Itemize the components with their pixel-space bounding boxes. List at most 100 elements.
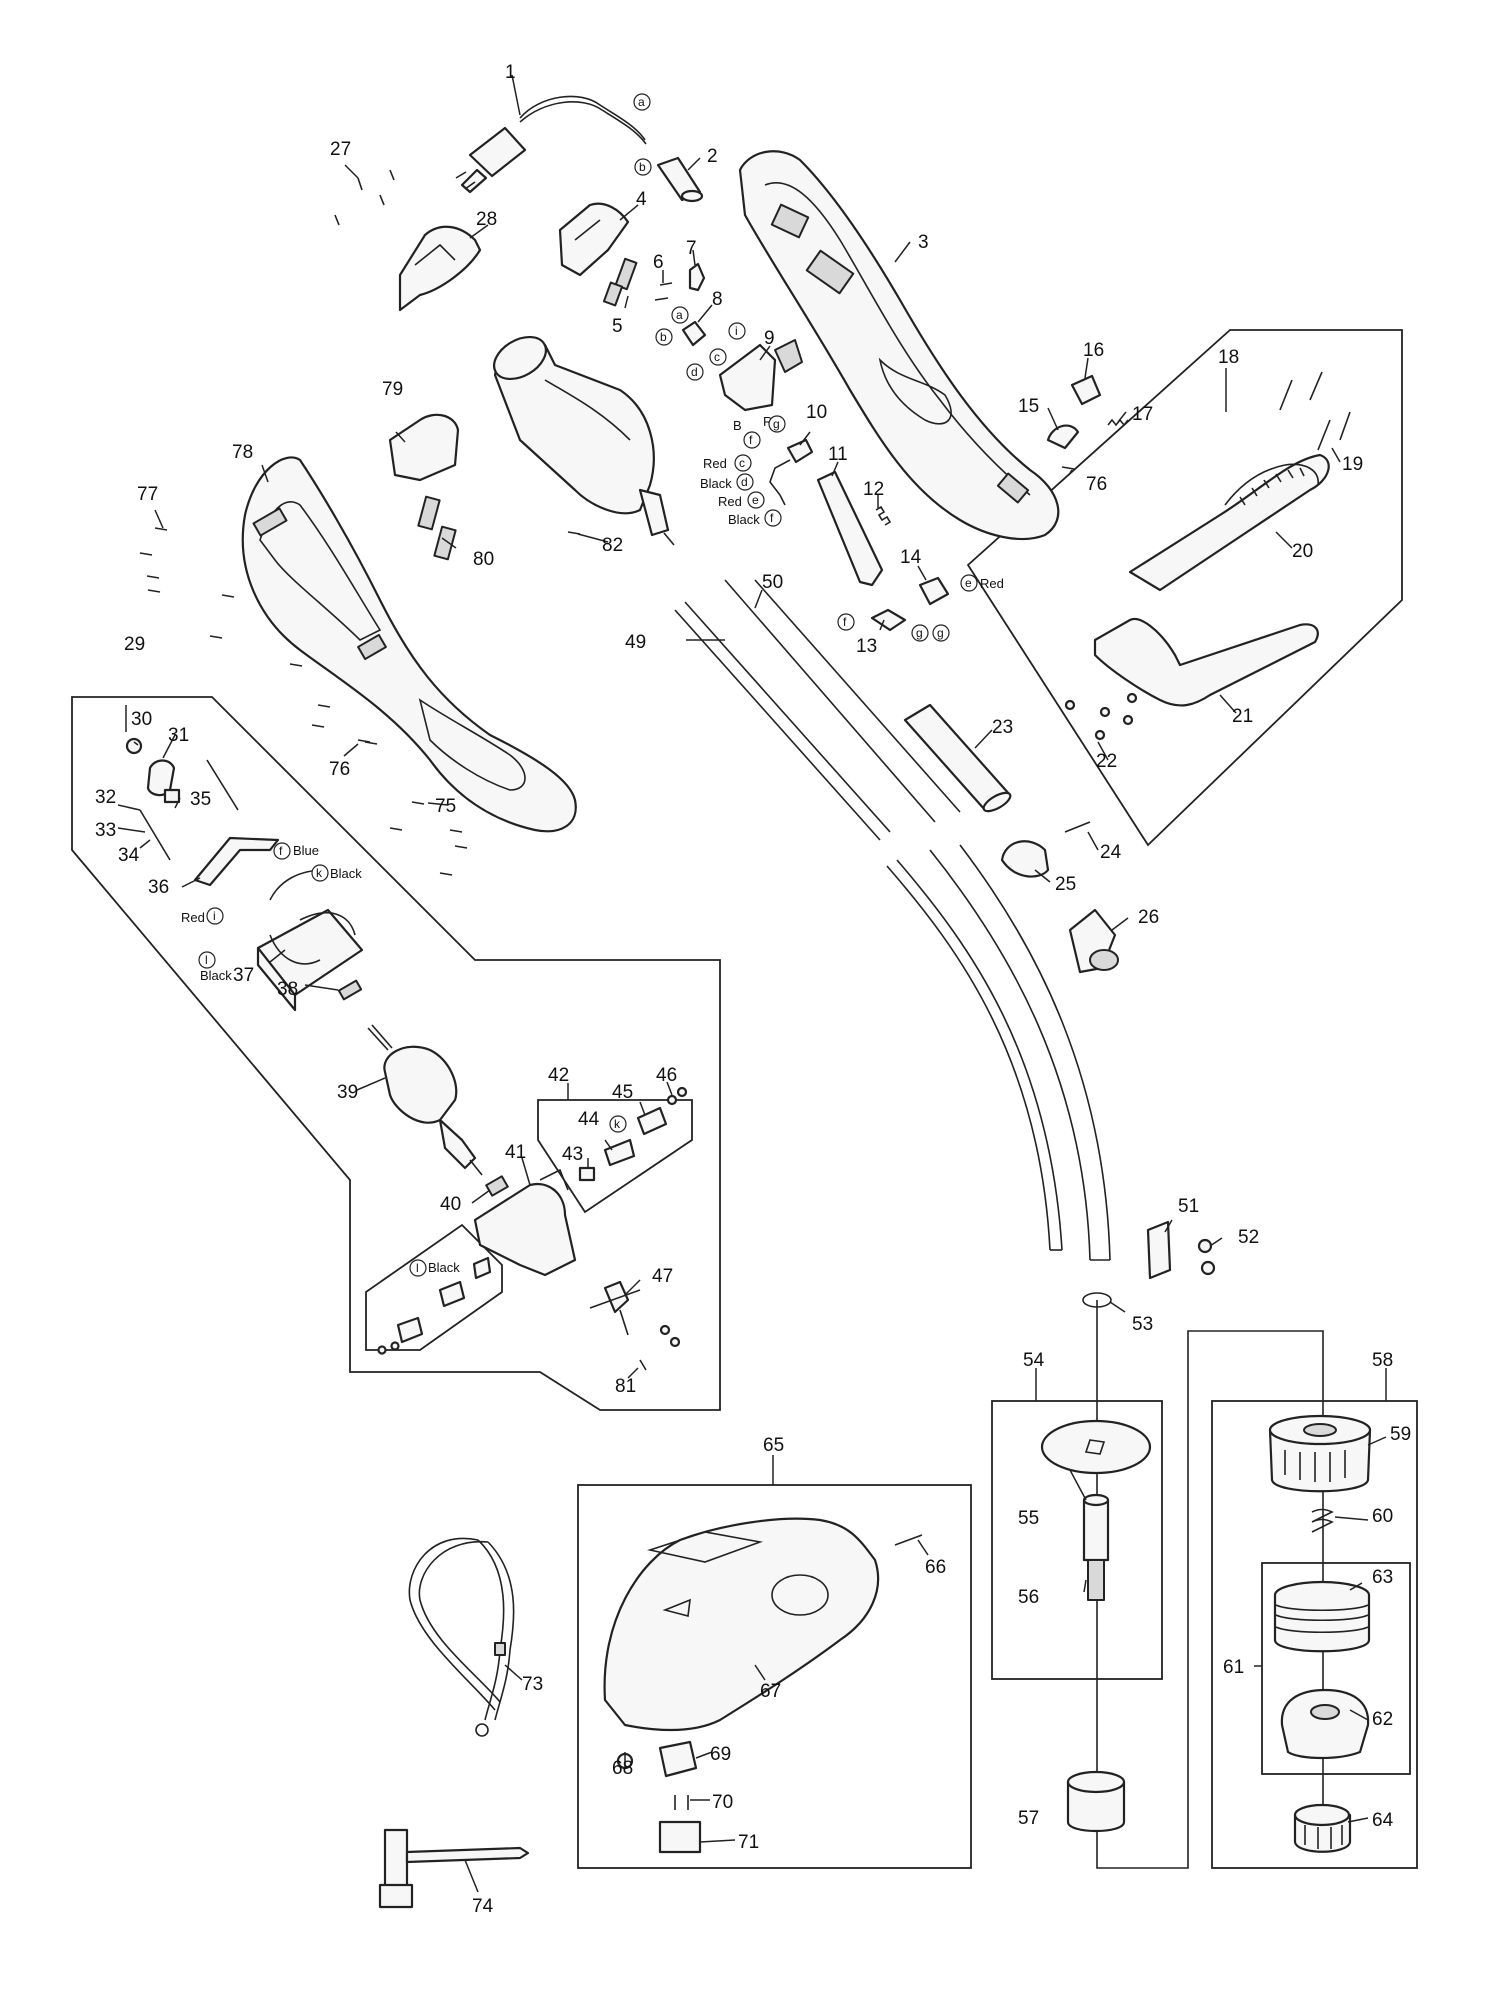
- part-79-cover: [388, 413, 460, 482]
- part-label: 7: [686, 238, 697, 259]
- shaft-link-line: [1096, 1330, 1324, 1869]
- part-label: 79: [382, 379, 403, 400]
- part-label: 24: [1100, 842, 1122, 863]
- part-label: 8: [712, 289, 723, 310]
- part-label: 3: [918, 232, 929, 253]
- part-81-screws: [639, 1324, 681, 1371]
- part-3-housing-half: [738, 150, 1060, 541]
- part-7-clip: [688, 262, 706, 292]
- part-label: 23: [992, 717, 1013, 738]
- part-69-blade-holder: [658, 1740, 698, 1778]
- group-box-42: [537, 1099, 693, 1214]
- part-label: 77: [137, 484, 158, 505]
- svg-text:i: i: [735, 324, 738, 338]
- part-label: 14: [900, 547, 922, 568]
- svg-text:e: e: [965, 576, 972, 590]
- part-77-screws: [139, 527, 378, 745]
- svg-text:b: b: [639, 160, 646, 174]
- part-label: 73: [522, 1674, 543, 1695]
- part-label: 19: [1342, 454, 1363, 475]
- svg-text:l: l: [205, 953, 208, 967]
- part-76-screw-a: [357, 739, 371, 743]
- part-label: 51: [1178, 1196, 1199, 1217]
- part-label: 52: [1238, 1227, 1259, 1248]
- part-25-clamp: [1000, 840, 1050, 878]
- part-label: 43: [562, 1144, 583, 1165]
- part-label: 30: [131, 709, 152, 730]
- wire-label-blue: Blue: [293, 843, 319, 858]
- svg-text:i: i: [213, 909, 216, 923]
- part-label: 42: [548, 1065, 569, 1086]
- part-label: 55: [1018, 1508, 1039, 1529]
- part-label: 49: [625, 632, 646, 653]
- part-label: 1: [505, 62, 516, 83]
- svg-text:d: d: [691, 365, 698, 379]
- part-label: 64: [1372, 1810, 1394, 1831]
- part-34-screw-long: [206, 759, 239, 811]
- part-12-spring: [875, 505, 892, 526]
- part-label: 33: [95, 820, 116, 841]
- part-label: 71: [738, 1832, 759, 1853]
- svg-text:f: f: [749, 433, 753, 447]
- part-10-connector: [769, 438, 814, 506]
- part-23-grip-sleeve: [903, 703, 1012, 813]
- part-36-bracket: [193, 836, 280, 887]
- part-label: 16: [1083, 340, 1104, 361]
- part-label: 80: [473, 549, 494, 570]
- part-label: 6: [653, 252, 664, 273]
- svg-text:g: g: [773, 417, 780, 431]
- part-38-bearing: [337, 979, 363, 1001]
- wire-label-black: Black: [700, 476, 732, 491]
- part-43-brush: [578, 1166, 596, 1182]
- part-label: 18: [1218, 347, 1239, 368]
- part-label: 4: [636, 189, 647, 210]
- wire-label-red: Red: [703, 456, 727, 471]
- part-2-sleeve: [656, 156, 704, 203]
- svg-text:k: k: [614, 1117, 621, 1131]
- part-label: 15: [1018, 396, 1039, 417]
- part-label: 70: [712, 1792, 733, 1813]
- part-label: 41: [505, 1142, 526, 1163]
- part-label: 20: [1292, 541, 1313, 562]
- part-21-handle-bracket: [1093, 617, 1319, 707]
- part-16-trigger-cap: [1070, 374, 1102, 406]
- svg-text:l: l: [416, 1261, 419, 1275]
- part-label: 60: [1372, 1506, 1393, 1527]
- part-73-shoulder-strap: [408, 1537, 515, 1737]
- part-20-front-handle: [1128, 453, 1330, 592]
- group-box-29: [71, 696, 721, 1411]
- svg-text:b: b: [660, 330, 667, 344]
- part-22-nuts: [1064, 692, 1138, 741]
- part-label: 34: [118, 845, 140, 866]
- part-74-wrench: [378, 1828, 530, 1909]
- part-label: 62: [1372, 1709, 1393, 1730]
- part-label: 29: [124, 634, 145, 655]
- part-label: 17: [1132, 404, 1153, 425]
- wire-color-labels: Red Black Red Black Red Blue Black Red B…: [181, 414, 1004, 1275]
- part-label: 47: [652, 1266, 673, 1287]
- part-44-brush-holder: [603, 1138, 636, 1167]
- part-label: 44: [578, 1109, 600, 1130]
- part-label: 9: [764, 328, 775, 349]
- wire-label-r: R: [763, 414, 772, 429]
- part-64-bump-knob: [1293, 1803, 1352, 1853]
- svg-text:f: f: [843, 615, 847, 629]
- part-39-armature: [367, 1024, 483, 1176]
- part-40-bearing: [485, 1175, 509, 1197]
- wire-label-red: Red: [718, 494, 742, 509]
- part-label: 32: [95, 787, 116, 808]
- part-label: 74: [472, 1896, 494, 1917]
- part-label: 81: [615, 1376, 636, 1397]
- part-label: 50: [762, 572, 783, 593]
- part-63-line-spool: [1273, 1580, 1371, 1653]
- part-15-button: [1046, 424, 1080, 450]
- part-label: 39: [337, 1082, 358, 1103]
- part-label: 21: [1232, 706, 1253, 727]
- part-8-terminal: [681, 320, 707, 347]
- part-71-blade: [658, 1820, 702, 1854]
- part-label: 53: [1132, 1314, 1153, 1335]
- part-label: 12: [863, 479, 884, 500]
- svg-text:g: g: [916, 626, 923, 640]
- part-47-shaft: [589, 1280, 641, 1336]
